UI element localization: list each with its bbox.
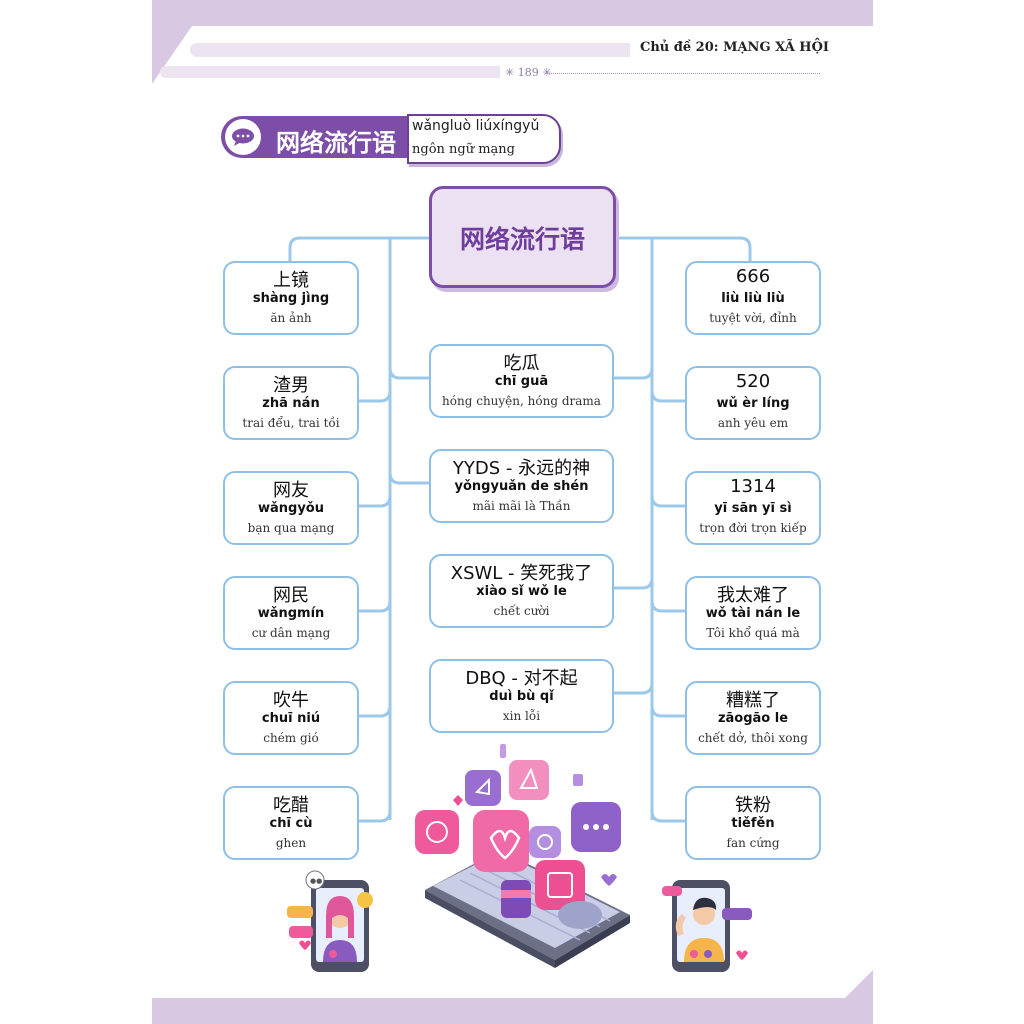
term-vietnamese: ăn ảnh bbox=[270, 311, 312, 325]
term-card: YYDS - 永远的神 yǒngyuǎn de shén mãi mãi là … bbox=[429, 449, 614, 523]
term-pinyin: wǒ tài nán le bbox=[705, 606, 801, 621]
term-pinyin: zāogāo le bbox=[717, 711, 789, 726]
social-media-phone-icon bbox=[415, 744, 630, 968]
term-vietnamese: hóng chuyện, hóng drama bbox=[442, 394, 601, 408]
term-pinyin: wǎngmín bbox=[257, 606, 325, 621]
term-vietnamese: chết dở, thôi xong bbox=[698, 731, 808, 745]
chapter-title: Chủ đề 20: MẠNG XÃ HỘI bbox=[640, 40, 829, 55]
term-vietnamese: bạn qua mạng bbox=[247, 521, 335, 535]
term-card: 糟糕了 zāogāo le chết dở, thôi xong bbox=[685, 681, 821, 755]
term-card: DBQ - 对不起 duì bù qǐ xin lỗi bbox=[429, 659, 614, 733]
term-pinyin: wǎngyǒu bbox=[257, 501, 324, 516]
term-card: 铁粉 tiěfěn fan cứng bbox=[685, 786, 821, 860]
term-hanzi: 吹牛 bbox=[273, 690, 309, 711]
chat-bubble-icon bbox=[225, 119, 261, 155]
title-hanzi: 网络流行语 bbox=[276, 129, 396, 157]
term-vietnamese: cư dân mạng bbox=[251, 626, 331, 640]
title-vietnamese: ngôn ngữ mạng bbox=[412, 142, 515, 157]
term-hanzi: 1314 bbox=[730, 476, 776, 497]
term-pinyin: shàng jìng bbox=[252, 291, 330, 306]
term-pinyin: yǒngyuǎn de shén bbox=[454, 479, 589, 494]
term-hanzi: 网友 bbox=[273, 480, 309, 501]
term-vietnamese: tuyệt vời, đỉnh bbox=[709, 311, 797, 325]
term-vietnamese: ghen bbox=[275, 836, 307, 850]
center-node bbox=[429, 186, 616, 288]
term-vietnamese: trai đểu, trai tồi bbox=[242, 416, 340, 430]
term-hanzi: 网民 bbox=[273, 585, 309, 606]
term-vietnamese: trọn đời trọn kiếp bbox=[699, 521, 807, 535]
term-vietnamese: anh yêu em bbox=[717, 416, 789, 430]
term-vietnamese: chết cười bbox=[493, 604, 550, 618]
header-bar-secondary bbox=[160, 66, 500, 78]
term-vietnamese: Tôi khổ quá mà bbox=[706, 626, 800, 640]
term-card: 1314 yī sān yī sì trọn đời trọn kiếp bbox=[685, 471, 821, 545]
term-card: 吃醋 chī cù ghen bbox=[223, 786, 359, 860]
term-card: 我太难了 wǒ tài nán le Tôi khổ quá mà bbox=[685, 576, 821, 650]
term-hanzi: 渣男 bbox=[273, 375, 309, 396]
term-hanzi: 铁粉 bbox=[735, 795, 771, 816]
term-pinyin: yī sān yī sì bbox=[714, 501, 792, 516]
term-card: XSWL - 笑死我了 xiào sǐ wǒ le chết cười bbox=[429, 554, 614, 628]
term-hanzi: 吃醋 bbox=[273, 795, 309, 816]
term-card: 吹牛 chuī niú chém gió bbox=[223, 681, 359, 755]
bottom-band bbox=[152, 998, 873, 1024]
center-node-label: 网络流行语 bbox=[459, 225, 585, 254]
term-hanzi: 糟糕了 bbox=[726, 690, 780, 711]
term-pinyin: wǔ èr líng bbox=[716, 396, 790, 411]
term-pinyin: liù liù liù bbox=[721, 291, 785, 306]
term-card: 666 liù liù liù tuyệt vời, đỉnh bbox=[685, 261, 821, 335]
page-number: ✳ 189 ✳ bbox=[505, 66, 552, 79]
term-card: 渣男 zhā nán trai đểu, trai tồi bbox=[223, 366, 359, 440]
term-card: 网友 wǎngyǒu bạn qua mạng bbox=[223, 471, 359, 545]
term-pinyin: duì bù qǐ bbox=[489, 689, 554, 704]
term-hanzi: 吃瓜 bbox=[503, 353, 540, 374]
term-hanzi: 上镜 bbox=[273, 270, 309, 291]
title-translation-box bbox=[407, 114, 561, 164]
term-card: 网民 wǎngmín cư dân mạng bbox=[223, 576, 359, 650]
header-divider bbox=[545, 73, 820, 74]
term-hanzi: 我太难了 bbox=[717, 585, 789, 606]
term-vietnamese: mãi mãi là Thần bbox=[472, 499, 571, 513]
term-card: 520 wǔ èr líng anh yêu em bbox=[685, 366, 821, 440]
term-vietnamese: xin lỗi bbox=[502, 709, 541, 723]
term-pinyin: chuī niú bbox=[261, 711, 321, 726]
term-vietnamese: fan cứng bbox=[726, 836, 780, 850]
term-hanzi: YYDS - 永远的神 bbox=[452, 458, 591, 479]
term-card: 吃瓜 chī guā hóng chuyện, hóng drama bbox=[429, 344, 614, 418]
svg-text:●●: ●● bbox=[310, 877, 322, 885]
term-hanzi: XSWL - 笑死我了 bbox=[450, 563, 593, 584]
boy-on-phone-icon bbox=[662, 880, 752, 972]
term-hanzi: 666 bbox=[735, 266, 771, 287]
term-card: 上镜 shàng jìng ăn ảnh bbox=[223, 261, 359, 335]
term-pinyin: zhā nán bbox=[262, 396, 320, 411]
term-pinyin: chī cù bbox=[269, 816, 313, 831]
girl-on-phone-icon: ●● bbox=[287, 870, 373, 972]
title-pinyin: wǎngluò liúxíngyǔ bbox=[412, 118, 540, 134]
top-band bbox=[152, 0, 873, 26]
term-hanzi: DBQ - 对不起 bbox=[465, 668, 578, 689]
header-bar bbox=[190, 43, 630, 57]
term-hanzi: 520 bbox=[735, 371, 771, 392]
term-pinyin: chī guā bbox=[494, 374, 549, 389]
term-pinyin: xiào sǐ wǒ le bbox=[476, 584, 567, 599]
term-vietnamese: chém gió bbox=[263, 731, 319, 745]
term-pinyin: tiěfěn bbox=[731, 816, 775, 831]
